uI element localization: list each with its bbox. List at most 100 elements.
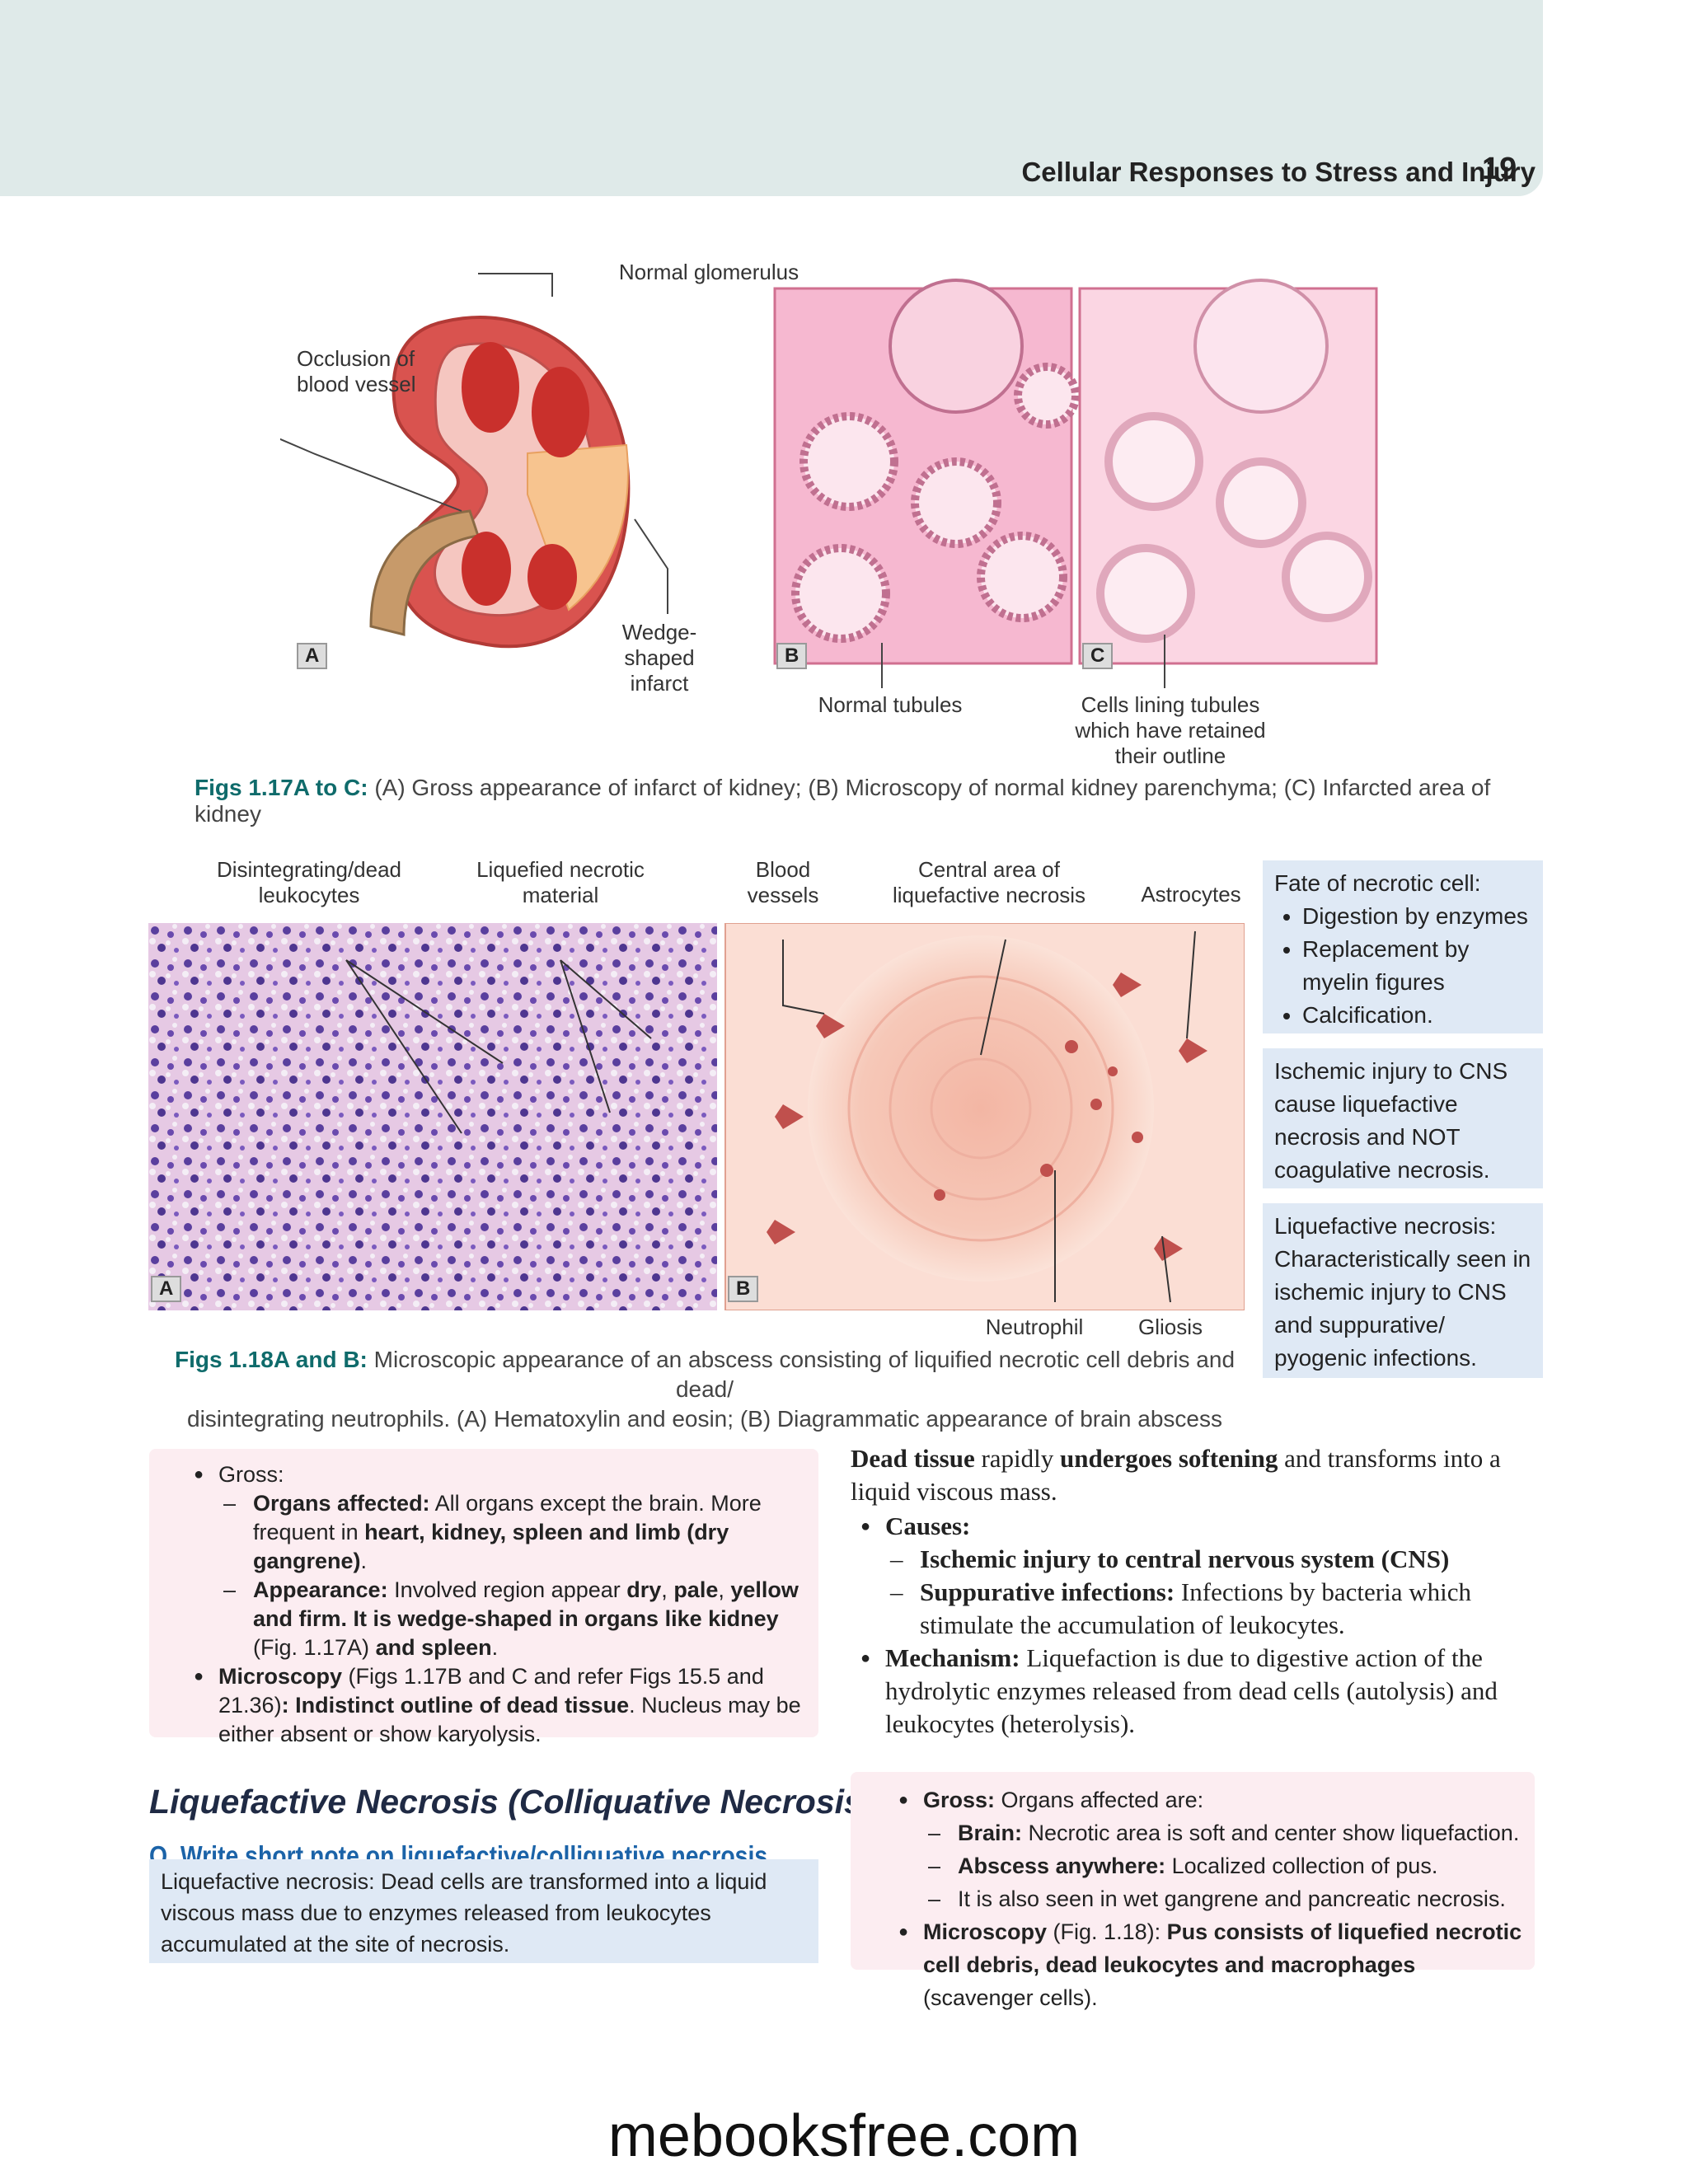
organs-text: All organs except the brain. More freque…: [253, 1491, 762, 1544]
caption-lead: Figs 1.17A to C:: [195, 775, 368, 800]
rapidly: rapidly: [974, 1444, 1061, 1473]
microscopy-item: Microscopy (Figs 1.17B and C and refer F…: [194, 1662, 807, 1749]
intro-rest: and transforms into a liquid viscous mas…: [851, 1444, 1501, 1506]
fate-item: Digestion by enzymes: [1302, 900, 1531, 933]
abscess-text: Localized collection of pus.: [1165, 1854, 1438, 1878]
yellow-firm-text: yellow and firm. It is wedge-shaped in o…: [253, 1577, 799, 1631]
gross-item: Gross: Organs affected: All organs excep…: [194, 1460, 807, 1662]
abscess-item: Abscess anywhere: Localized collection o…: [928, 1849, 1523, 1882]
label-wedge: Wedge- shaped infarct: [602, 620, 717, 696]
panel-b-tag-18: B: [728, 1276, 759, 1302]
causes-item: Causes: Ischemic injury to central nervo…: [860, 1510, 1535, 1642]
organs-bold: heart, kidney, spleen and limb (dry gang…: [253, 1520, 729, 1573]
label-blood-vessels: Blood vessels: [734, 857, 832, 908]
label-central-area-text: Central area of liquefactive necrosis: [892, 857, 1086, 907]
label-gliosis: Gliosis: [1137, 1315, 1203, 1339]
label-cells-lining-text: Cells lining tubules which have retained…: [1075, 692, 1266, 768]
period: .: [491, 1635, 499, 1660]
label-liquefied: Liquefied necrotic material: [457, 857, 663, 908]
mechanism-item: Mechanism: Liquefaction is due to digest…: [860, 1642, 1535, 1741]
abscess-illustration: [148, 922, 1245, 1311]
he-microscopy-panel: [148, 923, 717, 1310]
fate-item: Replacement by myelin figures: [1302, 933, 1531, 999]
appearance-item: Appearance: Involved region appear dry, …: [223, 1576, 807, 1662]
indistinct-text: Indistinct outline of dead tissue: [295, 1693, 630, 1718]
gross-microscopy-box: Gross: Organs affected: All organs excep…: [149, 1449, 818, 1746]
kidney-gross-illustration: [280, 273, 1378, 688]
causes-sublist: Ischemic injury to central nervous syste…: [885, 1543, 1535, 1642]
section-heading: Liquefactive Necrosis (Colliquative Necr…: [149, 1783, 874, 1821]
cause1: Ischemic injury to central nervous syste…: [920, 1544, 1450, 1573]
liq-gross-sublist: Brain: Necrotic area is soft and center …: [923, 1816, 1523, 1915]
label-cells-lining: Cells lining tubules which have retained…: [1063, 692, 1278, 769]
panel-c-tag: C: [1082, 643, 1114, 669]
pale-text: pale: [673, 1577, 719, 1602]
gross-sublist: Organs affected: All organs except the b…: [218, 1489, 807, 1662]
appearance-label: Appearance:: [253, 1577, 388, 1602]
gross-label: Gross:: [218, 1462, 284, 1487]
figure-1-18: [148, 922, 1245, 1311]
liq-gross-text: Organs affected are:: [995, 1788, 1204, 1812]
sidebox-ischemic: Ischemic injury to CNS cause liquefactiv…: [1263, 1048, 1543, 1188]
label-liquefied-text: Liquefied necrotic material: [476, 857, 645, 907]
page-number: 19: [1482, 152, 1517, 186]
label-normal-tubules: Normal tubules: [818, 692, 963, 717]
label-occlusion-text: Occlusion of blood vessel: [297, 346, 416, 396]
liq-micro-ref: (Fig. 1.18):: [1047, 1919, 1167, 1944]
liq-micro-end: (scavenger cells).: [923, 1985, 1098, 2010]
caption18-lead: Figs 1.18A and B:: [174, 1347, 368, 1372]
kidney-drawing: [369, 316, 631, 649]
liq-gross-item: Gross: Organs affected are: Brain: Necro…: [898, 1783, 1523, 1915]
brain-item: Brain: Necrotic area is soft and center …: [928, 1816, 1523, 1849]
fig-ref: (Fig. 1.17A): [253, 1635, 376, 1660]
fate-list: Digestion by enzymes Replacement by myel…: [1274, 900, 1531, 1032]
cause2-label: Suppurative infections:: [920, 1577, 1175, 1606]
liquefactive-gross-box: Gross: Organs affected are: Brain: Necro…: [851, 1772, 1535, 2010]
right-column-text: Dead tissue rapidly undergoes softening …: [851, 1442, 1535, 1741]
panel-a-tag-18: A: [151, 1276, 182, 1302]
brain-label: Brain:: [958, 1821, 1023, 1845]
label-central-area: Central area of liquefactive necrosis: [878, 857, 1100, 908]
liq-gross-label: Gross:: [923, 1788, 996, 1812]
fate-title: Fate of necrotic cell:: [1274, 870, 1481, 896]
liq-micro-label: Microscopy: [923, 1919, 1048, 1944]
dead-tissue: Dead tissue: [851, 1444, 975, 1473]
sidebox-fate: Fate of necrotic cell: Digestion by enzy…: [1263, 860, 1543, 1033]
brain-text: Necrotic area is soft and center show li…: [1022, 1821, 1520, 1845]
causes-label: Causes:: [885, 1511, 971, 1540]
panel-a-tag: A: [297, 643, 328, 669]
colon: :: [281, 1693, 289, 1718]
running-title: Cellular Responses to Stress and Injury: [1021, 157, 1536, 187]
organs-item: Organs affected: All organs except the b…: [223, 1489, 807, 1576]
caption18-line1: Microscopic appearance of an abscess con…: [367, 1347, 1236, 1402]
ischemic-note: Ischemic injury to CNS cause liquefactiv…: [1274, 1058, 1508, 1183]
label-neutrophil: Neutrophil: [985, 1315, 1084, 1339]
coag-list: Gross: Organs affected: All organs excep…: [192, 1460, 807, 1749]
label-occlusion: Occlusion of blood vessel: [297, 346, 437, 397]
undergoes: undergoes softening: [1060, 1444, 1278, 1473]
figure-1-17-caption: Figs 1.17A to C: (A) Gross appearance of…: [195, 775, 1530, 827]
abscess-label: Abscess anywhere:: [958, 1854, 1166, 1878]
cause-suppurative: Suppurative infections: Infections by ba…: [890, 1576, 1535, 1642]
label-disintegrating-text: Disintegrating/dead leukocytes: [216, 857, 402, 907]
mechanism-label: Mechanism:: [885, 1643, 1020, 1672]
page-header: [0, 0, 1543, 196]
figure-1-17: [280, 247, 1401, 775]
caption-text: (A) Gross appearance of infarct of kidne…: [195, 775, 1491, 827]
comma: ,: [661, 1577, 674, 1602]
figure-1-18-caption: Figs 1.18A and B: Microscopic appearance…: [157, 1345, 1253, 1434]
and-spleen: and spleen: [375, 1635, 492, 1660]
label-disintegrating: Disintegrating/dead leukocytes: [198, 857, 420, 908]
definition-text: Liquefactive necrosis: Dead cells are tr…: [161, 1869, 767, 1957]
cause-ischemic: Ischemic injury to central nervous syste…: [890, 1543, 1535, 1576]
organs-end: .: [360, 1549, 368, 1573]
organs-label: Organs affected:: [253, 1491, 430, 1516]
intro-para: Dead tissue rapidly undergoes softening …: [851, 1442, 1535, 1508]
definition-box: Liquefactive necrosis: Dead cells are tr…: [149, 1859, 818, 1963]
label-astrocytes: Astrocytes: [1141, 882, 1241, 907]
cause2-text: Infections by bacteria which stimulate t…: [920, 1577, 1471, 1639]
liq-micro-bold: Pus consists of liquefied necrotic cell …: [923, 1919, 1522, 1977]
appearance-text: Involved region appear: [387, 1577, 627, 1602]
panel-b-tag: B: [776, 643, 808, 669]
sidebox-liquefactive: Liquefactive necrosis: Characteristicall…: [1263, 1203, 1543, 1378]
